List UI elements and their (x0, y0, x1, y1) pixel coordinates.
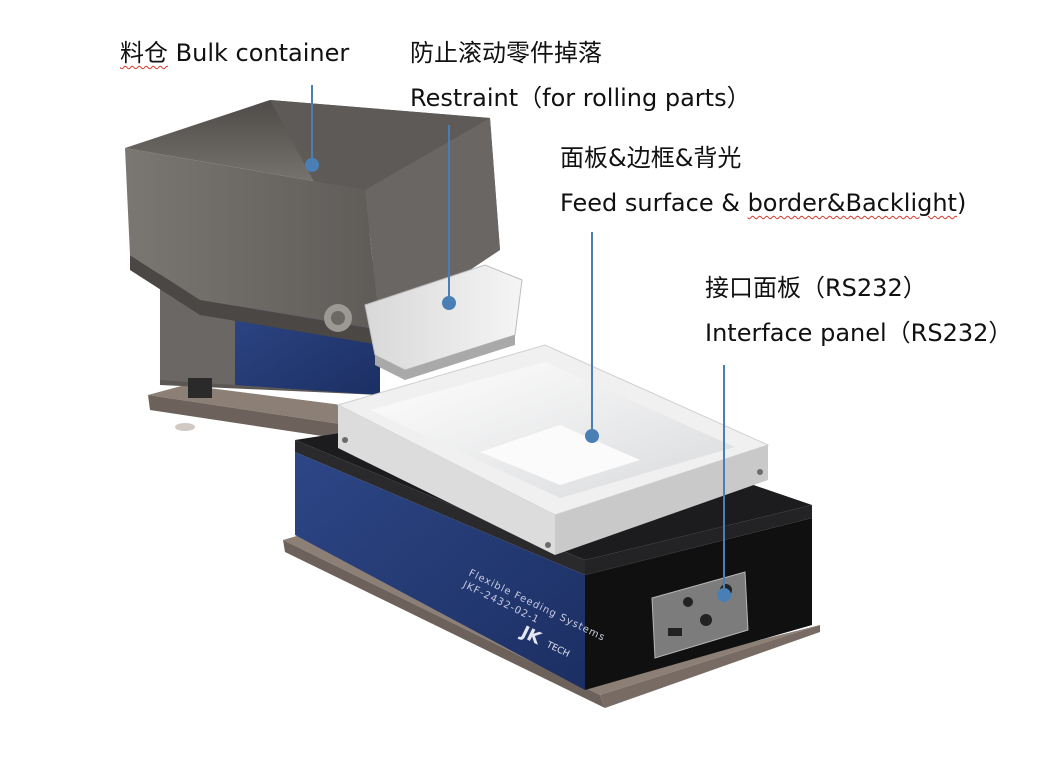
restraint-en: Restraint（for rolling parts） (410, 84, 751, 112)
feed-surface-frame (336, 344, 770, 555)
bulk-container-en: Bulk container (175, 39, 350, 67)
restraint-zh: 防止滚动零件掉落 (410, 39, 602, 67)
pointer-interface-panel (717, 365, 731, 602)
pointer-feed-surface (585, 232, 599, 443)
label-bulk-container: 料仓 Bulk container (120, 38, 349, 68)
restraint-plate (364, 264, 523, 380)
bulk-container (125, 100, 500, 345)
interface-panel-en: Interface panel（RS232） (705, 319, 1013, 347)
bulk-container-zh: 料仓 (120, 39, 168, 67)
pointer-restraint (442, 125, 456, 310)
pointer-bulk-container (305, 85, 319, 172)
feed-surface-en-underlined: border&Backlight (747, 189, 957, 217)
interface-panel-zh: 接口面板（RS232） (705, 274, 927, 302)
label-feed-surface-en: Feed surface & border&Backlight) (560, 188, 966, 218)
feed-surface-zh: 面板&边框&背光 (560, 144, 742, 172)
feed-surface-en-prefix: Feed surface & (560, 189, 748, 217)
feed-surface-en-suffix: ) (956, 189, 967, 217)
